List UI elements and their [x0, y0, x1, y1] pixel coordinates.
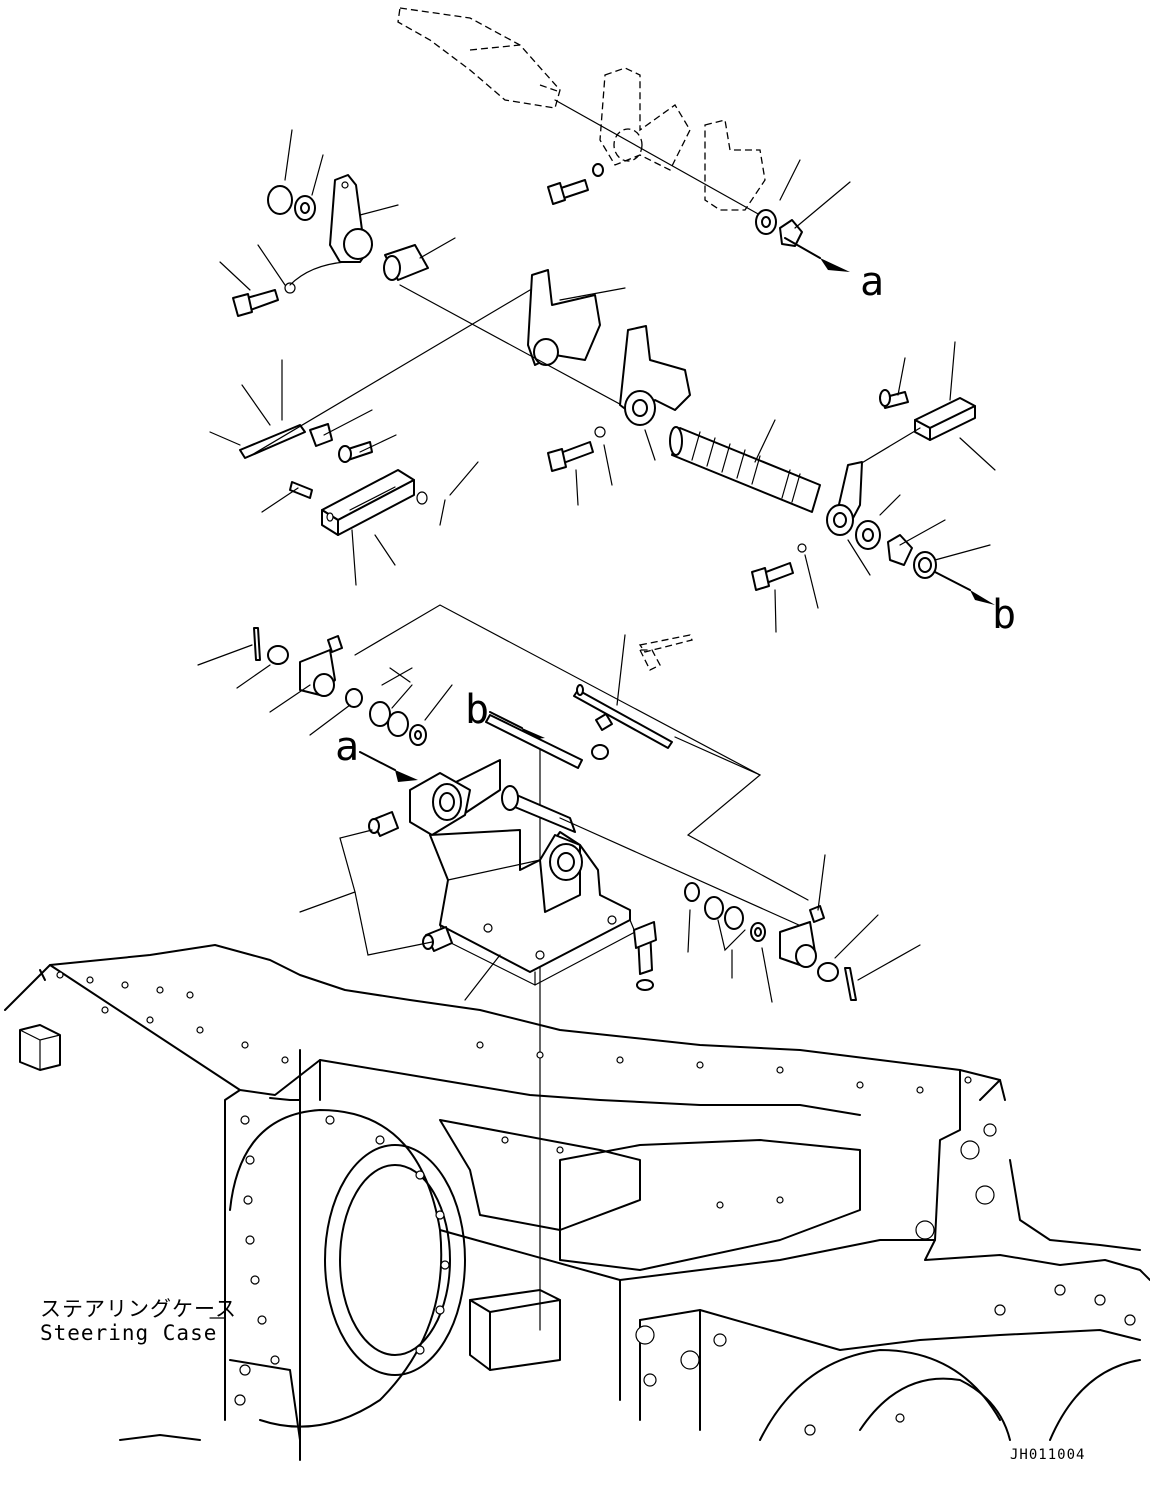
arrow-a-label-upper: a	[860, 259, 885, 305]
left-bushing-set	[232, 174, 429, 317]
top-right-bearing-a	[755, 209, 850, 272]
leader-lines-upper-left	[219, 129, 851, 291]
arrow-b-label-lower: b	[465, 687, 490, 733]
top-bolt	[547, 163, 604, 205]
splined-shaft	[669, 419, 821, 513]
turnbuckle-rod	[573, 634, 693, 760]
left-clevis-bushings	[197, 627, 453, 746]
top-input-shaft	[397, 7, 761, 216]
bracket-bolt	[633, 921, 657, 991]
arrow-b-label-right: b	[992, 592, 1017, 638]
outline-path-middle	[354, 604, 809, 901]
arrow-a-label-lower: a	[335, 724, 360, 770]
pedal-bracket	[299, 714, 811, 1001]
right-clevis-bushings	[684, 854, 921, 1003]
right-lever-group	[751, 341, 996, 633]
arrow-a-lower	[359, 751, 418, 782]
drawing-code: JH011004	[1010, 1447, 1086, 1463]
middle-lever-group	[399, 269, 691, 506]
caption-japanese: ステアリングケース	[40, 1297, 237, 1321]
top-lever-pair-phantom	[599, 67, 766, 211]
slotted-block	[321, 461, 479, 586]
steering-case-frame	[4, 944, 1150, 1461]
link-bar-upper	[209, 289, 531, 513]
frame-bolt-holes	[56, 971, 1136, 1436]
caption-english: Steering Case	[40, 1321, 218, 1345]
